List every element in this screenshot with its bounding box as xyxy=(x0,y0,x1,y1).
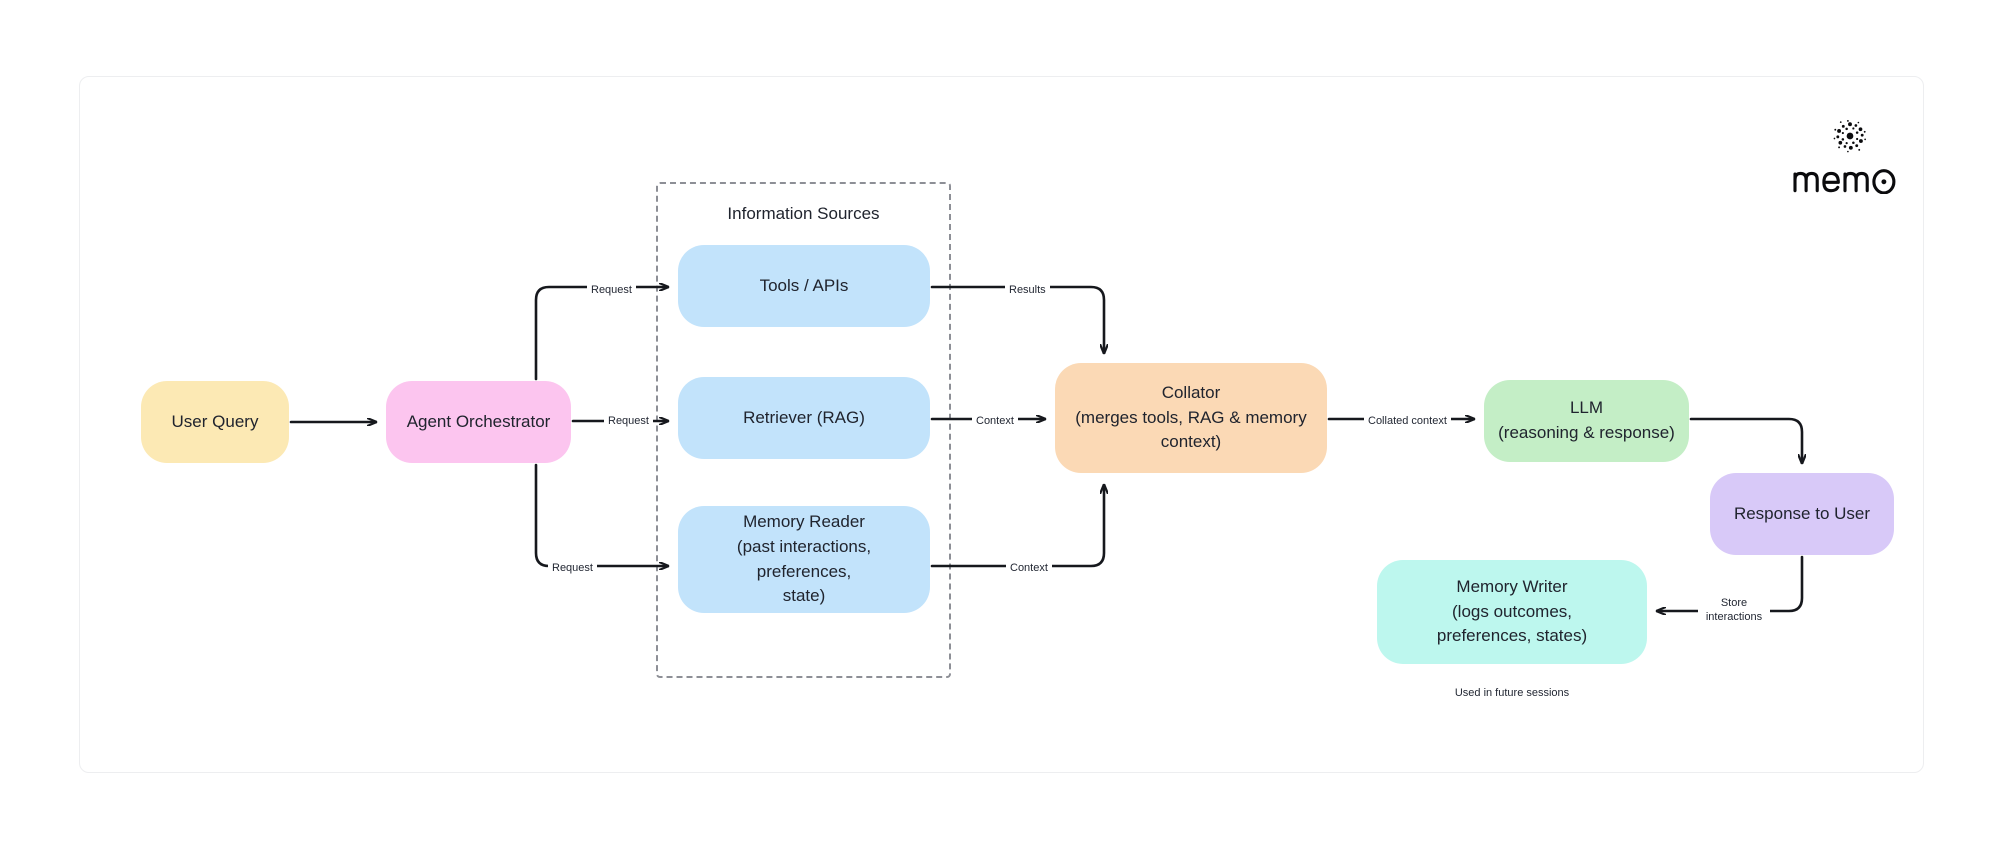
edge-label-store-interactions: Store interactions xyxy=(1698,596,1770,626)
node-user-query-label: User Query xyxy=(171,411,259,431)
footnote-used-in-future-sessions: Used in future sessions xyxy=(1454,687,1570,699)
node-response-to-user-label: Response to User xyxy=(1733,503,1871,523)
group-information-sources-title: Information Sources xyxy=(727,204,880,223)
node-agent-orchestrator-label: Agent Orchestrator xyxy=(406,411,551,431)
brand-logo xyxy=(1790,115,1910,201)
node-agent-orchestrator[interactable]: Agent Orchestrator xyxy=(386,381,571,463)
edge-label-request-memory-reader: Request xyxy=(548,561,597,577)
edge-label-request-tools: Request xyxy=(587,283,636,299)
node-tools-apis[interactable]: Tools / APIs xyxy=(678,245,930,327)
edge-label-context-memory-reader: Context xyxy=(1006,561,1052,577)
node-memory-reader[interactable]: Memory Reader (past interactions, prefer… xyxy=(678,506,930,613)
node-collator-label: Collator (merges tools, RAG & memory con… xyxy=(1075,383,1307,452)
node-tools-apis-label: Tools / APIs xyxy=(759,275,849,295)
edge-label-request-retriever: Request xyxy=(604,414,653,430)
edge-label-results: Results xyxy=(1005,283,1050,299)
node-response-to-user[interactable]: Response to User xyxy=(1710,473,1894,555)
node-memory-writer-label: Memory Writer (logs outcomes, preference… xyxy=(1436,577,1588,646)
node-retriever-rag-label: Retriever (RAG) xyxy=(743,407,865,427)
node-collator[interactable]: Collator (merges tools, RAG & memory con… xyxy=(1055,363,1327,473)
node-llm[interactable]: LLM (reasoning & response) xyxy=(1484,380,1689,462)
mem0-zero-dot xyxy=(1881,179,1887,185)
group-information-sources xyxy=(656,182,951,678)
node-user-query[interactable]: User Query xyxy=(141,381,289,463)
node-retriever-rag[interactable]: Retriever (RAG) xyxy=(678,377,930,459)
node-memory-reader-label: Memory Reader (past interactions, prefer… xyxy=(736,512,872,606)
mem0-wordmark-svg xyxy=(1793,169,1896,195)
node-llm-label: LLM (reasoning & response) xyxy=(1498,398,1675,442)
edge-label-context-retriever: Context xyxy=(972,414,1018,430)
edge-label-collated-context: Collated context xyxy=(1364,414,1451,430)
node-memory-writer[interactable]: Memory Writer (logs outcomes, preference… xyxy=(1377,560,1647,664)
brand-wordmark xyxy=(1790,161,1910,201)
dotted-burst-icon xyxy=(1833,119,1866,153)
